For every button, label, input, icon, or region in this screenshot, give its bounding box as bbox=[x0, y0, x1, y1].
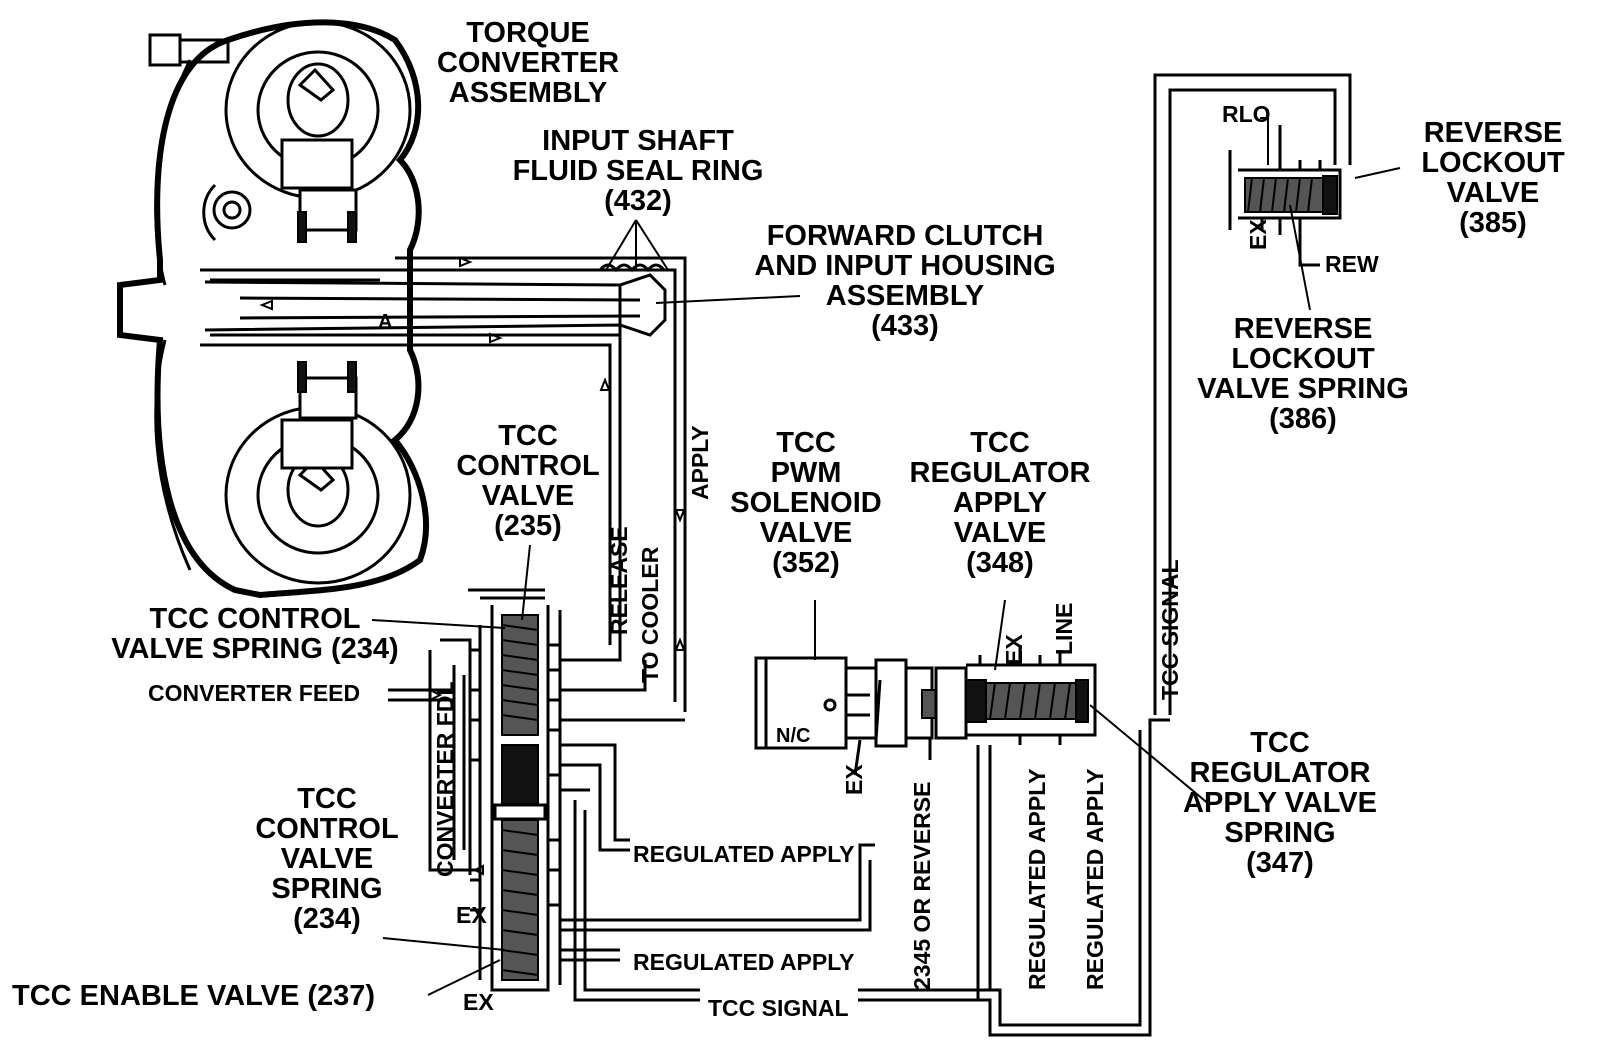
label-line: APPLY VALVE bbox=[1183, 787, 1377, 819]
label-line: ASSEMBLY bbox=[449, 77, 607, 109]
port-label-tcc-signal-vertical: TCC SIGNAL bbox=[1157, 559, 1183, 700]
tcc-pwm-solenoid-drawing bbox=[754, 656, 968, 776]
label-line: TCC bbox=[776, 427, 836, 459]
label-line: (234) bbox=[293, 903, 361, 935]
label-line: TCC bbox=[498, 420, 558, 452]
label-line: ASSEMBLY bbox=[826, 280, 984, 312]
label-line: (386) bbox=[1269, 403, 1337, 435]
port-label-to-cooler: TO COOLER bbox=[637, 546, 663, 683]
label-line: APPLY bbox=[953, 487, 1047, 519]
port-label-line: LINE bbox=[1051, 603, 1077, 655]
port-label-regulated-apply: REGULATED APPLY bbox=[633, 841, 855, 867]
label-line: VALVE bbox=[482, 480, 574, 512]
label-line: TCC bbox=[297, 783, 357, 815]
port-label-release: RELEASE bbox=[606, 526, 632, 635]
port-label-regulated-apply-vertical: REGULATED APPLY bbox=[1082, 768, 1108, 990]
port-label-rlo: RLO bbox=[1222, 101, 1271, 127]
label-line: FLUID SEAL RING bbox=[513, 155, 764, 187]
label-line: TCC bbox=[970, 427, 1030, 459]
label-line: VALVE SPRING bbox=[1197, 373, 1409, 405]
port-label-apply: APPLY bbox=[687, 425, 713, 500]
reverse-lockout-valve-drawing bbox=[1153, 73, 1352, 715]
port-label-rew: REW bbox=[1325, 251, 1379, 277]
port-labels: RLO REW EX CONVERTER FEED CONVERTER FDL … bbox=[148, 101, 1379, 1021]
leader-lines bbox=[371, 167, 1401, 996]
label-line: (385) bbox=[1459, 207, 1527, 239]
label-line: FORWARD CLUTCH bbox=[767, 220, 1044, 252]
label-line: (433) bbox=[871, 310, 939, 342]
port-label-converter-fdl: CONVERTER FDL bbox=[432, 682, 458, 878]
label-line: CONTROL bbox=[456, 450, 599, 482]
label-line: CONTROL bbox=[255, 813, 398, 845]
port-label-ex: EX bbox=[456, 902, 487, 928]
port-label-ex: EX bbox=[463, 989, 494, 1015]
label-line: (235) bbox=[494, 510, 562, 542]
label-line: VALVE bbox=[1447, 177, 1539, 209]
label-line: SPRING bbox=[1224, 817, 1335, 849]
label-line: TORQUE bbox=[466, 17, 590, 49]
label-line: PWM bbox=[771, 457, 842, 489]
port-label-regulated-apply: REGULATED APPLY bbox=[633, 949, 855, 975]
seal-ring-leader bbox=[605, 219, 669, 271]
input-shaft-drawing bbox=[204, 256, 687, 712]
label-line: REGULATOR bbox=[910, 457, 1091, 489]
label-line: REVERSE bbox=[1234, 313, 1373, 345]
label-line: CONVERTER bbox=[437, 47, 619, 79]
port-label-converter-feed: CONVERTER FEED bbox=[148, 680, 360, 706]
label-line: TCC bbox=[1250, 727, 1310, 759]
tcc-regulator-apply-valve-drawing bbox=[965, 645, 1097, 1000]
port-label-2345-or-reverse: 2345 OR REVERSE bbox=[909, 782, 935, 990]
label-tcc-regulator-apply-spring: TCC REGULATOR APPLY VALVE SPRING (347) bbox=[1183, 727, 1377, 879]
label-line: (352) bbox=[772, 547, 840, 579]
label-tcc-control-valve-spring-lower: TCC CONTROL VALVE SPRING (234) bbox=[255, 783, 398, 935]
label-line: SOLENOID bbox=[730, 487, 881, 519]
label-line: VALVE bbox=[281, 843, 373, 875]
label-line: REVERSE bbox=[1424, 117, 1563, 149]
label-input-shaft-seal: INPUT SHAFT FLUID SEAL RING (432) bbox=[513, 125, 764, 217]
label-line: LOCKOUT bbox=[1421, 147, 1565, 179]
port-label-ex: EX bbox=[1245, 219, 1271, 250]
label-line: VALVE SPRING (234) bbox=[111, 633, 398, 665]
port-label-a: A bbox=[378, 311, 392, 333]
label-line: VALVE bbox=[954, 517, 1046, 549]
label-line: (432) bbox=[604, 185, 672, 217]
label-tcc-enable-valve: TCC ENABLE VALVE (237) bbox=[12, 980, 375, 1012]
label-line: REGULATOR bbox=[1190, 757, 1371, 789]
label-line: SPRING bbox=[271, 873, 382, 905]
label-line: TCC CONTROL bbox=[149, 603, 360, 635]
port-label-nc: N/C bbox=[776, 725, 810, 747]
label-tcc-regulator-apply-valve: TCC REGULATOR APPLY VALVE (348) bbox=[910, 427, 1091, 579]
port-label-regulated-apply-vertical: REGULATED APPLY bbox=[1024, 768, 1050, 990]
label-line: VALVE bbox=[760, 517, 852, 549]
label-torque-converter: TORQUE CONVERTER ASSEMBLY bbox=[437, 17, 619, 109]
port-label-ex: EX bbox=[1001, 634, 1027, 665]
label-forward-clutch: FORWARD CLUTCH AND INPUT HOUSING ASSEMBL… bbox=[754, 220, 1055, 342]
label-line: (348) bbox=[966, 547, 1034, 579]
label-line: LOCKOUT bbox=[1231, 343, 1375, 375]
label-line: INPUT SHAFT bbox=[542, 125, 734, 157]
port-label-tcc-signal: TCC SIGNAL bbox=[708, 995, 849, 1021]
label-tcc-pwm-solenoid: TCC PWM SOLENOID VALVE (352) bbox=[730, 427, 881, 579]
torque-converter-drawing bbox=[117, 19, 429, 599]
label-tcc-control-valve-spring-upper: TCC CONTROL VALVE SPRING (234) bbox=[111, 603, 398, 665]
label-reverse-lockout-spring: REVERSE LOCKOUT VALVE SPRING (386) bbox=[1197, 313, 1409, 435]
control-valve-passages bbox=[388, 285, 1170, 1037]
label-line: (347) bbox=[1246, 847, 1314, 879]
tcc-control-valve-drawing bbox=[468, 588, 562, 992]
label-line: AND INPUT HOUSING bbox=[754, 250, 1055, 282]
port-label-ex: EX bbox=[841, 764, 867, 795]
label-reverse-lockout-valve: REVERSE LOCKOUT VALVE (385) bbox=[1421, 117, 1565, 239]
label-tcc-control-valve: TCC CONTROL VALVE (235) bbox=[456, 420, 599, 542]
